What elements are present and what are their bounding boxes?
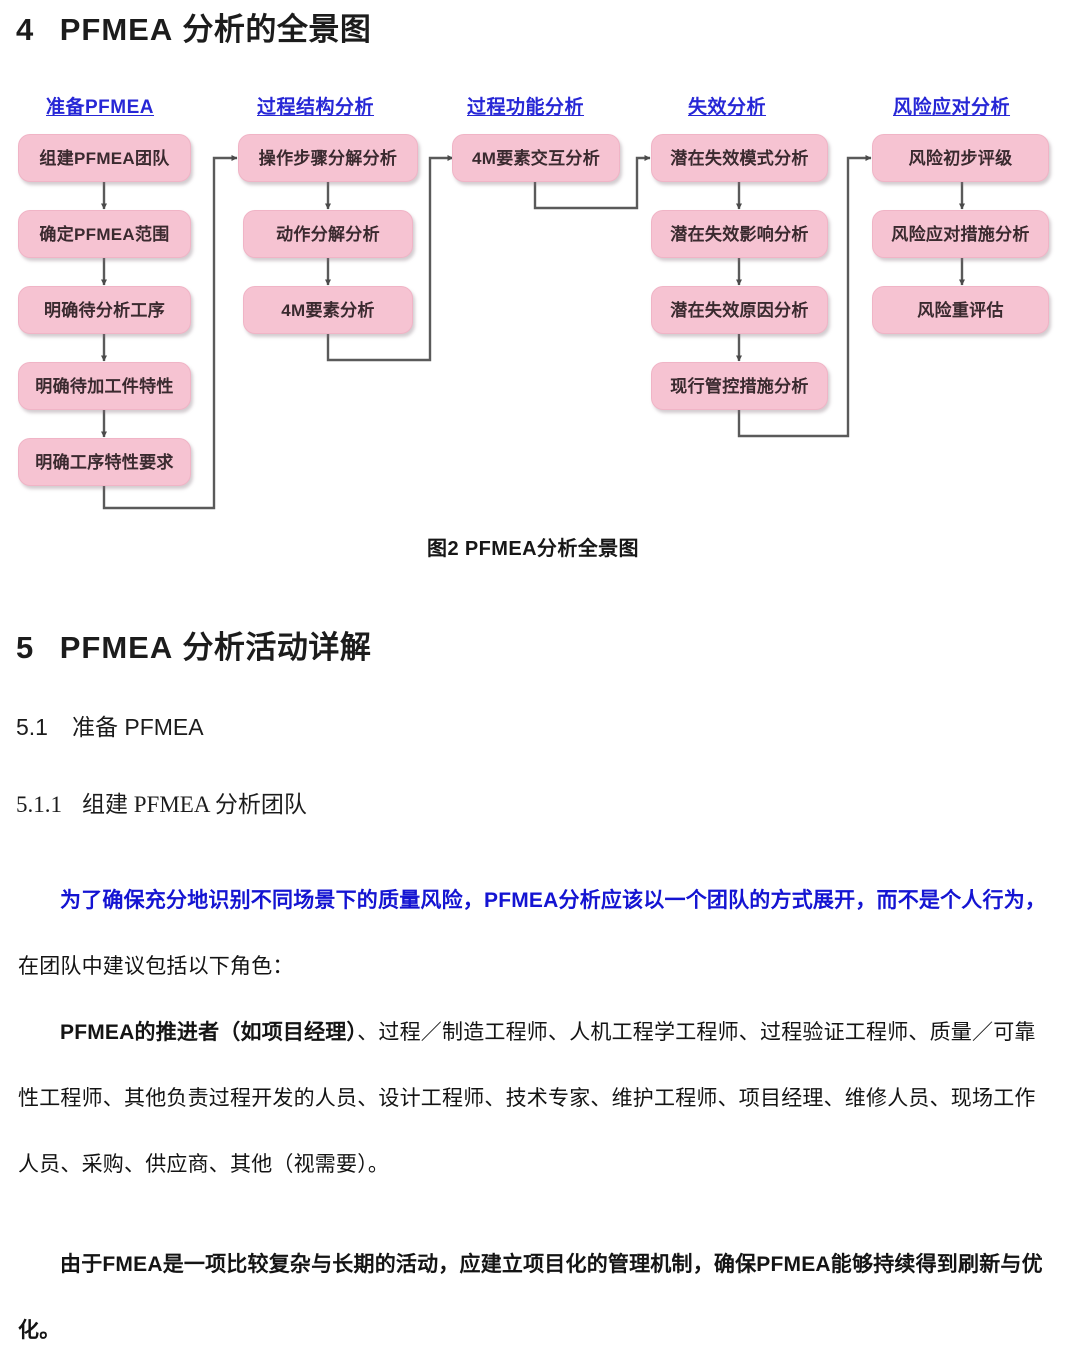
section-5-heading: 5 PFMEA 分析活动详解 <box>16 622 371 667</box>
paragraph-project-mechanism-line2: 续得到刷新与优化。 <box>18 1253 1043 1342</box>
paragraph-roles-rest: 、过程／制造工程师、人机工程学工程师、过程验证工程师、质量／可靠性工程师、其他负… <box>18 1021 1036 1176</box>
paragraph-project-mechanism: 由于FMEA是一项比较复杂与长期的活动，应建立项目化的管理机制，确保PFMEA能… <box>18 1232 1048 1364</box>
node-potential-failure-cause[interactable]: 潜在失效原因分析 <box>651 286 828 334</box>
column-title-risk: 风险应对分析 <box>893 97 1011 118</box>
paragraph-team-approach-blue-1: 为了确保充分地识别不同场景下的质量风险，PFMEA分析应该以一个团队的方式展开，… <box>60 889 898 912</box>
paragraph-team-approach: 为了确保充分地识别不同场景下的质量风险，PFMEA分析应该以一个团队的方式展开，… <box>18 868 1048 1000</box>
column-title-prepare: 准备PFMEA <box>46 97 155 118</box>
paragraph-project-mechanism-line1: 由于FMEA是一项比较复杂与长期的活动，应建立项目化的管理机制，确保PFMEA能… <box>60 1253 895 1276</box>
section-5-1-number: 5.1 <box>16 714 48 740</box>
section-4-number: 4 <box>16 12 34 47</box>
node-build-pfmea-team[interactable]: 组建PFMEA团队 <box>18 134 191 182</box>
section-4-title-cn: 分析的全景图 <box>182 12 372 47</box>
column-title-failure: 失效分析 <box>688 97 767 118</box>
connector-vertical-group <box>101 182 965 438</box>
node-risk-initial-rating[interactable]: 风险初步评级 <box>872 134 1049 182</box>
section-5-title-cn: 分析活动详解 <box>182 630 372 665</box>
figure-caption: 图2 PFMEA分析全景图 <box>427 538 639 560</box>
node-identify-part-characteristics[interactable]: 明确待加工件特性 <box>18 362 191 410</box>
section-4-title-latin: PFMEA <box>59 12 174 47</box>
section-5-1-title: 准备 PFMEA <box>71 714 204 740</box>
section-5-number: 5 <box>16 630 34 665</box>
column-title-structure: 过程结构分析 <box>257 97 375 118</box>
column-title-function: 过程功能分析 <box>467 97 585 118</box>
node-operation-step-decomposition[interactable]: 操作步骤分解分析 <box>238 134 418 182</box>
node-identify-process[interactable]: 明确待分析工序 <box>18 286 191 334</box>
paragraph-team-approach-blue-2: 不是个人行为， <box>897 889 1047 912</box>
section-5-1-1-title: 组建 PFMEA 分析团队 <box>82 792 307 817</box>
paragraph-roles: PFMEA的推进者（如项目经理）、过程／制造工程师、人机工程学工程师、过程验证工… <box>18 1000 1048 1198</box>
paragraph-team-approach-tail: 在团队中建议包括以下角色： <box>18 955 294 978</box>
section-5-title-latin: PFMEA <box>59 630 174 665</box>
section-4-heading: 4 PFMEA 分析的全景图 <box>16 4 371 49</box>
node-risk-response-measures[interactable]: 风险应对措施分析 <box>872 210 1049 258</box>
section-5-1-1-number: 5.1.1 <box>16 792 62 817</box>
paragraph-roles-lead: PFMEA的推进者（如项目经理） <box>60 1021 358 1044</box>
node-define-pfmea-scope[interactable]: 确定PFMEA范围 <box>18 210 191 258</box>
node-risk-reassessment[interactable]: 风险重评估 <box>872 286 1049 334</box>
node-4m-interaction-analysis[interactable]: 4M要素交互分析 <box>452 134 620 182</box>
section-5-1-1-heading: 5.1.1 组建 PFMEA 分析团队 <box>16 785 307 819</box>
node-action-decomposition[interactable]: 动作分解分析 <box>243 210 413 258</box>
node-current-control-measures[interactable]: 现行管控措施分析 <box>651 362 828 410</box>
node-identify-process-requirements[interactable]: 明确工序特性要求 <box>18 438 191 486</box>
pfmea-flowchart: 准备PFMEA 过程结构分析 过程功能分析 失效分析 风险应对分析 组建PFME… <box>0 0 1066 520</box>
section-5-1-heading: 5.1 准备 PFMEA <box>16 708 204 742</box>
node-potential-failure-effect[interactable]: 潜在失效影响分析 <box>651 210 828 258</box>
node-4m-element-analysis[interactable]: 4M要素分析 <box>243 286 413 334</box>
node-potential-failure-mode[interactable]: 潜在失效模式分析 <box>651 134 828 182</box>
